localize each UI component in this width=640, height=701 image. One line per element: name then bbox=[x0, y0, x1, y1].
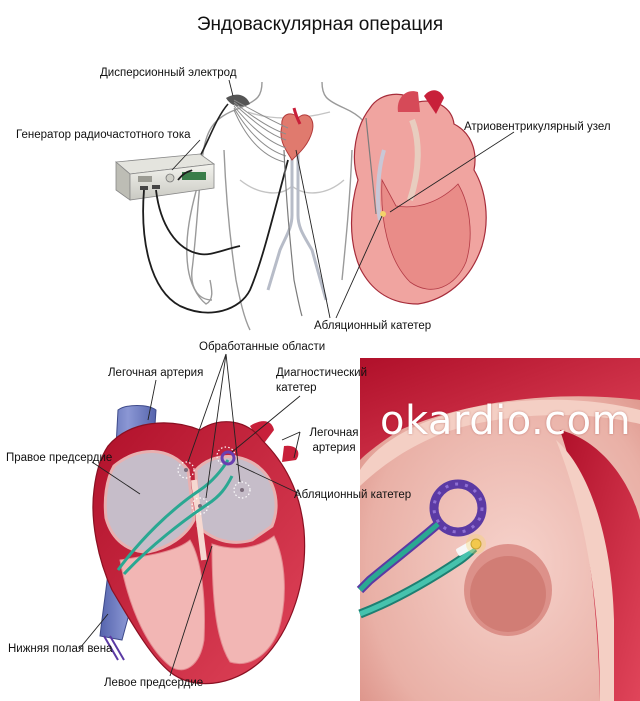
label-av-node: Атриовентрикулярный узел bbox=[464, 121, 611, 133]
label-treated-areas: Обработанные области bbox=[199, 341, 326, 353]
label-ablation-catheter-top: Абляционный катетер bbox=[314, 320, 432, 332]
closeup-panel bbox=[356, 358, 640, 701]
watermark: okardio.com bbox=[380, 398, 632, 444]
label-left-atrium: Левое предсердие bbox=[104, 677, 204, 689]
label-diagnostic-catheter-line1: Диагностический bbox=[276, 367, 368, 379]
heart-cross-section bbox=[92, 405, 306, 685]
body-catheter bbox=[283, 149, 303, 317]
label-dispersive-electrode: Дисперсионный электрод bbox=[100, 67, 237, 79]
label-ablation-catheter-bottom: Абляционный катетер bbox=[294, 489, 412, 501]
label-rf-generator: Генератор радиочастотного тока bbox=[16, 129, 191, 141]
label-right-atrium: Правое предсердие bbox=[6, 452, 113, 464]
page-title: Эндоваскулярная операция bbox=[196, 14, 444, 35]
label-pulmonary-artery-right-line2: артерия bbox=[312, 442, 356, 454]
generator-cables bbox=[142, 159, 289, 314]
label-inferior-vena-cava: Нижняя полая вена bbox=[8, 643, 113, 655]
leader-lines-top bbox=[171, 79, 515, 319]
small-heart bbox=[280, 107, 314, 161]
rf-generator bbox=[115, 153, 216, 201]
label-pulmonary-artery-right-line1: Легочная bbox=[309, 427, 359, 439]
label-pulmonary-artery-left: Легочная артерия bbox=[108, 367, 204, 379]
leader-lines-bottom bbox=[79, 353, 301, 677]
label-diagnostic-catheter-line2: катетер bbox=[276, 382, 317, 394]
body-vessels bbox=[266, 150, 328, 301]
body-silhouette bbox=[186, 81, 373, 331]
large-heart-section bbox=[350, 90, 487, 305]
